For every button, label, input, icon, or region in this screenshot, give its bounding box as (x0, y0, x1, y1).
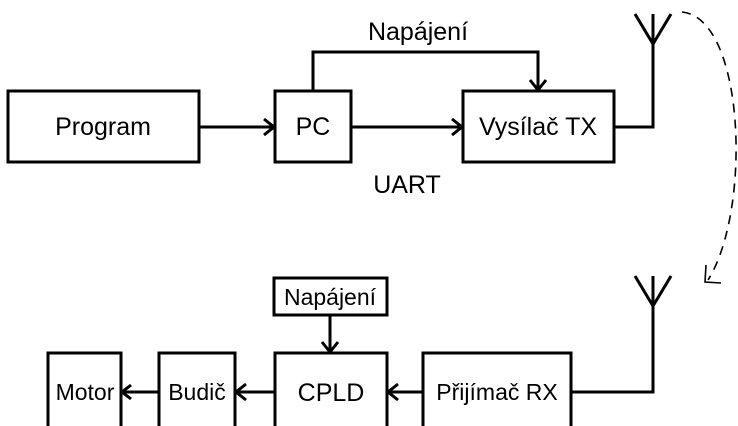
program-box (6, 89, 201, 164)
antenna-icon (633, 13, 673, 45)
power-bottom-label: Napájení (284, 284, 377, 310)
transmitter-label: Vysílač TX (479, 113, 597, 141)
motor-label: Motor (56, 379, 115, 405)
pc-box (273, 89, 353, 164)
tx-antenna-wire (614, 40, 655, 129)
rx-antenna-wire (571, 302, 655, 394)
uart-label: UART (373, 171, 441, 199)
driver-box (157, 351, 237, 426)
driver-label: Budič (168, 379, 226, 405)
pc-label: PC (296, 113, 331, 141)
program-label: Program (55, 113, 151, 141)
rx-to-cpld-arrow (385, 382, 423, 402)
power-feed-arrow (311, 50, 548, 93)
power-to-cpld-arrow (320, 315, 340, 355)
receiver-label: Přijímač RX (436, 379, 557, 405)
power-bottom-box (272, 276, 389, 317)
driver-to-motor-arrow (119, 383, 159, 401)
wireless-link-arrow (681, 11, 737, 284)
power-top-label: Napájení (368, 18, 468, 46)
cpld-to-driver-arrow (233, 382, 275, 402)
antenna-icon (633, 275, 673, 307)
program-to-pc-arrow (199, 117, 277, 137)
pc-to-tx-arrow (351, 117, 465, 137)
cpld-label: CPLD (298, 379, 365, 407)
